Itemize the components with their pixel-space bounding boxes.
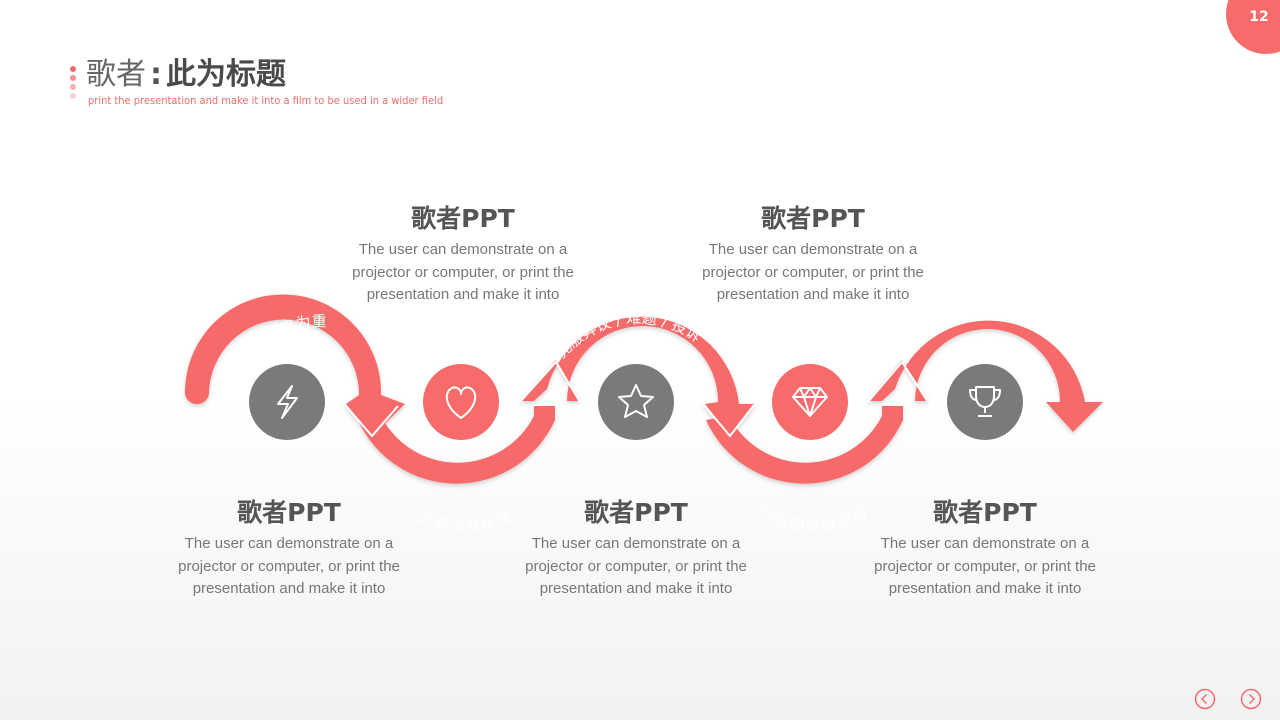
page-title: 歌者:此为标题 bbox=[86, 55, 286, 95]
block-title: 歌者PPT bbox=[761, 204, 865, 233]
page-subtitle: print the presentation and make it into … bbox=[88, 94, 444, 107]
arrow-segment-4 bbox=[706, 406, 903, 484]
text-block-2: 歌者PPT The user can demonstrate on a proj… bbox=[668, 202, 958, 307]
arrow-segment-3 bbox=[522, 316, 754, 436]
title-dots bbox=[70, 66, 76, 102]
lightning-icon bbox=[277, 385, 298, 419]
block-text: The user can demonstrate on a projector … bbox=[874, 535, 1096, 597]
block-title: 歌者PPT bbox=[411, 204, 515, 233]
title-separator: : bbox=[150, 57, 162, 92]
step-circle-1 bbox=[249, 364, 325, 440]
block-text: The user can demonstrate on a projector … bbox=[525, 535, 747, 597]
block-text: The user can demonstrate on a projector … bbox=[178, 535, 400, 597]
text-block-1: 歌者PPT The user can demonstrate on a proj… bbox=[318, 202, 608, 307]
chevron-right-icon bbox=[1248, 693, 1256, 705]
star-icon bbox=[618, 384, 654, 418]
diamond-icon bbox=[792, 387, 828, 417]
arrow-segment-5 bbox=[868, 320, 1103, 432]
text-block-3: 歌者PPT The user can demonstrate on a proj… bbox=[144, 496, 434, 601]
step-circle-4 bbox=[772, 364, 848, 440]
trophy-icon bbox=[969, 386, 1001, 417]
prev-slide-button[interactable] bbox=[1194, 688, 1216, 710]
text-block-4: 歌者PPT The user can demonstrate on a proj… bbox=[491, 496, 781, 601]
chevron-left-icon bbox=[1200, 693, 1208, 705]
next-slide-button[interactable] bbox=[1240, 688, 1262, 710]
title-part-1: 歌者 bbox=[86, 57, 146, 92]
page-number: 12 bbox=[1249, 9, 1269, 25]
block-title: 歌者PPT bbox=[584, 498, 688, 527]
block-title: 歌者PPT bbox=[237, 498, 341, 527]
step-circle-2 bbox=[423, 364, 499, 440]
heart-icon bbox=[445, 386, 477, 419]
block-text: The user can demonstrate on a projector … bbox=[352, 241, 574, 303]
title-part-2: 此为标题 bbox=[166, 57, 286, 92]
step-circle-3 bbox=[598, 364, 674, 440]
arrow-segment-2 bbox=[358, 406, 555, 484]
block-text: The user can demonstrate on a projector … bbox=[702, 241, 924, 303]
arrow-segment-1 bbox=[184, 294, 405, 436]
text-block-5: 歌者PPT The user can demonstrate on a proj… bbox=[840, 496, 1130, 601]
step-circle-5 bbox=[947, 364, 1023, 440]
block-title: 歌者PPT bbox=[933, 498, 1037, 527]
